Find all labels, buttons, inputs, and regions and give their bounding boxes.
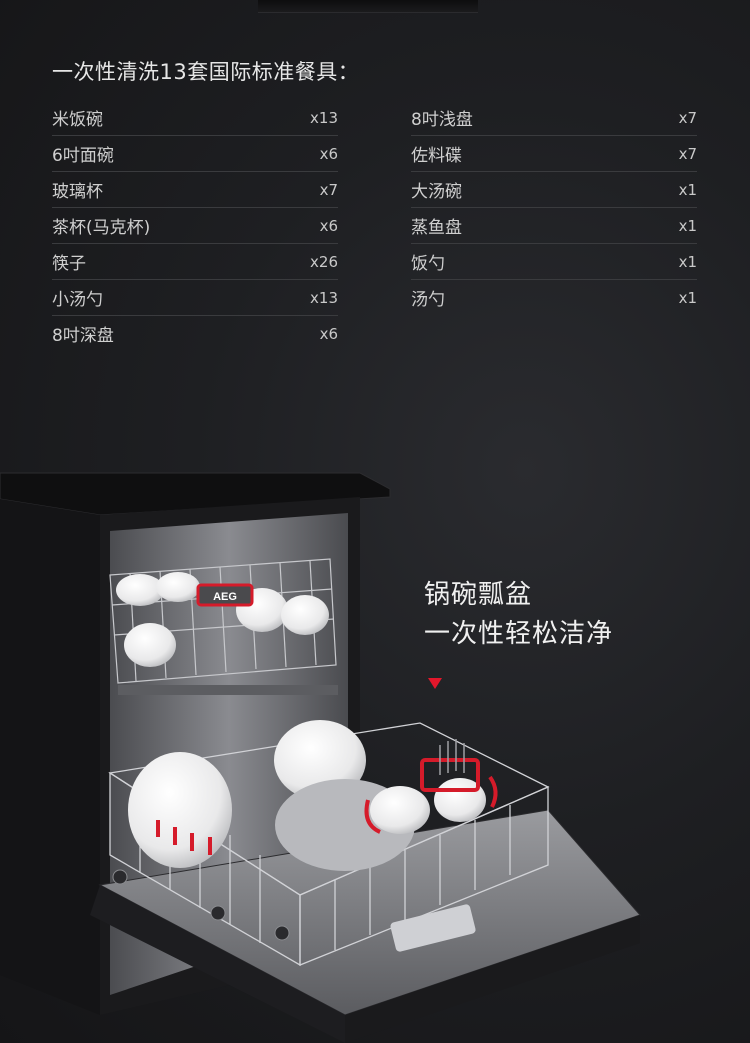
item-qty: x6: [319, 324, 338, 343]
list-item: 饭勺 x1: [411, 244, 697, 280]
list-item: 玻璃杯 x7: [52, 172, 338, 208]
list-item: 8吋浅盘 x7: [411, 100, 697, 136]
item-qty: x13: [310, 108, 338, 127]
tagline-line-1: 锅碗瓢盆: [424, 580, 533, 610]
item-name: 大汤碗: [411, 182, 462, 202]
appliance-top-edge: [258, 0, 478, 13]
item-qty: x6: [319, 216, 338, 235]
item-name: 蒸鱼盘: [411, 218, 462, 238]
list-item: 蒸鱼盘 x1: [411, 208, 697, 244]
item-qty: x7: [678, 108, 697, 127]
item-qty: x6: [319, 144, 338, 163]
item-qty: x26: [310, 252, 338, 271]
item-name: 小汤勺: [52, 290, 103, 310]
item-qty: x7: [319, 180, 338, 199]
item-name: 米饭碗: [52, 110, 103, 130]
tableware-headline: 一次性清洗13套国际标准餐具：: [52, 60, 360, 84]
down-triangle-icon: [428, 678, 442, 689]
item-qty: x1: [678, 288, 697, 307]
item-qty: x1: [678, 252, 697, 271]
list-item: 6吋面碗 x6: [52, 136, 338, 172]
tagline-line-2: 一次性轻松洁净: [424, 619, 614, 649]
list-item: 8吋深盘 x6: [52, 316, 338, 351]
tableware-list-right: 8吋浅盘 x7 佐料碟 x7 大汤碗 x1 蒸鱼盘 x1 饭勺 x1 汤勺 x1: [411, 100, 697, 315]
item-name: 8吋浅盘: [411, 110, 473, 130]
item-qty: x7: [678, 144, 697, 163]
list-item: 汤勺 x1: [411, 280, 697, 315]
item-qty: x13: [310, 288, 338, 307]
item-name: 玻璃杯: [52, 182, 103, 202]
item-name: 筷子: [52, 254, 86, 274]
list-item: 米饭碗 x13: [52, 100, 338, 136]
item-name: 茶杯(马克杯): [52, 218, 151, 238]
item-name: 8吋深盘: [52, 326, 114, 346]
tagline: 锅碗瓢盆 一次性轻松洁净: [424, 576, 613, 654]
item-qty: x1: [678, 216, 697, 235]
item-name: 饭勺: [411, 254, 445, 274]
item-name: 6吋面碗: [52, 146, 114, 166]
list-item: 大汤碗 x1: [411, 172, 697, 208]
item-qty: x1: [678, 180, 697, 199]
tableware-list-left: 米饭碗 x13 6吋面碗 x6 玻璃杯 x7 茶杯(马克杯) x6 筷子 x26 小汤勺 x…: [52, 100, 338, 351]
list-item: 佐料碟 x7: [411, 136, 697, 172]
item-name: 汤勺: [411, 290, 445, 310]
dishwasher-illustration: AEG: [0, 455, 650, 1043]
list-item: 筷子 x26: [52, 244, 338, 280]
item-name: 佐料碟: [411, 146, 462, 166]
aeg-logo: AEG: [213, 591, 237, 603]
list-item: 小汤勺 x13: [52, 280, 338, 316]
list-item: 茶杯(马克杯) x6: [52, 208, 338, 244]
